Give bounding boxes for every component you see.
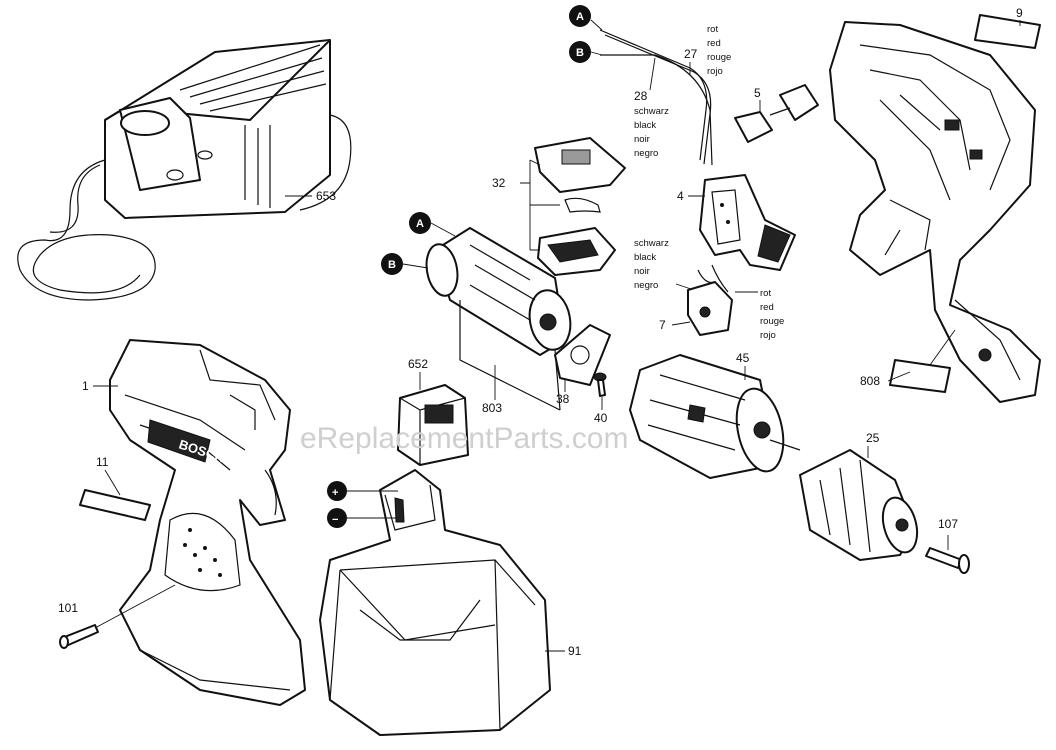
trigger-switch-4 [699,174,796,271]
plus-terminal-icon [327,481,347,501]
label-4: 4 [677,189,684,203]
chuck-25 [799,449,919,561]
connector-a-label-motor: A [416,218,424,230]
wire-color-black-en-top: black [634,120,656,131]
connector-a-badge-wire [569,5,591,27]
label-652: 652 [408,357,428,371]
label-sticker-808 [889,359,951,393]
label-sticker-9 [974,14,1041,49]
watermark: eReplacementParts.com [300,422,628,455]
minus-terminal-icon [327,508,347,528]
wire-color-red-fr-mid: rouge [760,316,784,327]
wire-color-black-de-top: schwarz [634,106,669,117]
minus-terminal-label: − [332,514,338,526]
wire-color-red-de-top: rot [707,24,718,35]
screw-40 [593,372,607,397]
label-1: 1 [82,379,89,393]
battery-cap-652 [397,384,469,466]
label-38: 38 [556,392,570,406]
connector-b-badge-motor [381,253,403,275]
wire-color-red-de-mid: rot [760,288,771,299]
housing-right-half [829,21,1041,403]
wire-color-black-fr-top: noir [634,134,650,145]
label-5: 5 [754,86,761,100]
label-40: 40 [594,411,608,425]
label-28: 28 [634,89,648,103]
label-9: 9 [1016,6,1023,20]
label-sticker-11 [79,489,151,521]
connector-a-label-wire: A [576,11,584,23]
label-45: 45 [736,351,750,365]
label-7: 7 [659,318,666,332]
label-101: 101 [58,601,78,615]
wire-color-black-de-mid: schwarz [634,238,669,249]
wire-color-black-es-mid: negro [634,280,658,291]
switch-cover-32 [534,137,626,276]
connector-b-label-motor: B [388,259,396,271]
wire-color-black-es-top: negro [634,148,658,159]
label-27: 27 [684,47,698,61]
wire-color-black-fr-mid: noir [634,266,650,277]
connector-b-badge-wire [569,41,591,63]
direction-selector-7 [687,264,733,336]
label-32: 32 [492,176,506,190]
label-25: 25 [866,431,880,445]
label-11: 11 [96,455,109,469]
housing-left-half [109,339,306,706]
plus-terminal-label: + [332,487,338,499]
wire-color-red-fr-top: rouge [707,52,731,63]
label-808: 808 [860,374,880,388]
connector-a-badge-motor [409,212,431,234]
wire-color-red-es-top: rojo [707,66,723,77]
label-803: 803 [482,401,502,415]
label-107: 107 [938,517,958,531]
gearbox-45 [629,354,801,479]
label-91: 91 [568,644,582,658]
screw-101 [59,624,99,649]
screw-107 [925,547,970,574]
wire-color-black-en-mid: black [634,252,656,263]
battery-pack-91 [319,469,551,736]
wire-color-red-en-top: red [707,38,721,49]
connector-b-label-wire: B [576,47,584,59]
wire-color-red-en-mid: red [760,302,774,313]
mounting-plate-38 [554,324,611,386]
charger [17,39,352,301]
wire-connector-5 [734,84,819,143]
label-653: 653 [316,189,336,203]
wire-color-red-es-mid: rojo [760,330,776,341]
